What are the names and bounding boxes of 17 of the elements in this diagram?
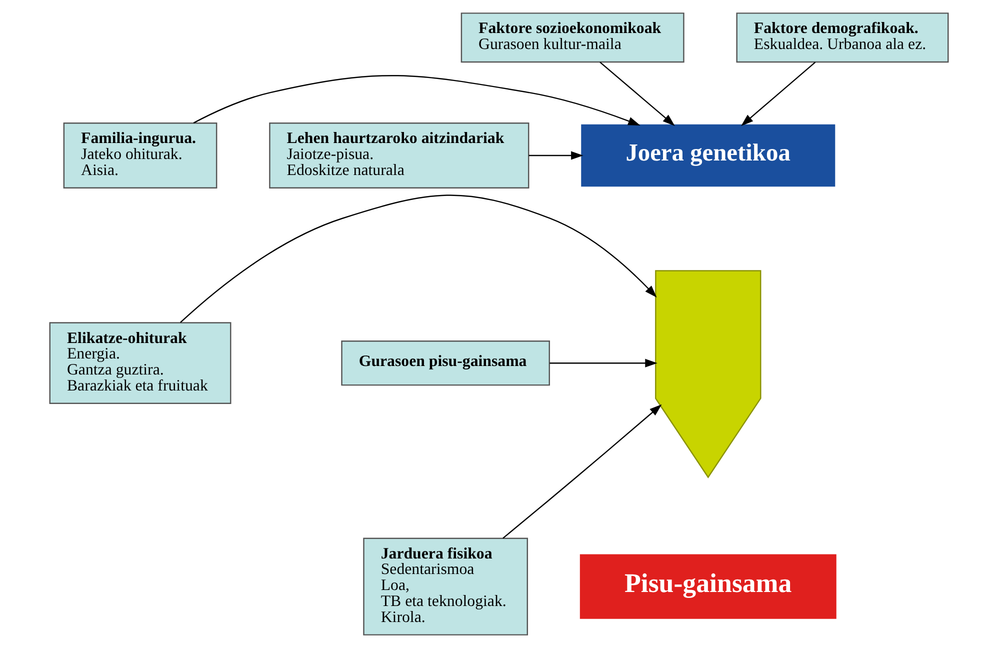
node-box: Elikatze-ohiturak Energia. Gantza guztira. Barazkiak eta fruituak	[48, 322, 231, 404]
node-box: Joera genetikoa	[580, 124, 835, 187]
node-box: Familia-ingurua. Jateko ohiturak. Aisia.	[62, 122, 217, 188]
arrow	[740, 62, 816, 126]
node-arrow	[654, 270, 761, 478]
arrow	[599, 62, 674, 126]
node-box: Lehen haurtzaroko aitzindariak Jaiotze-pisua. Edoskitze naturala	[268, 122, 529, 188]
node-box: Faktore demografikoak. Eskualdea. Urbanoa ala ez.	[736, 12, 948, 63]
node-box: Pisu-gainsama	[579, 554, 836, 619]
node-box: Jarduera fisikoa Sedentarismoa Loa, TB eta teknologiak. Kirola.	[362, 538, 528, 636]
arrow	[180, 194, 656, 323]
node-box: Faktore sozioekonomikoak Gurasoen kultur-maila	[460, 12, 684, 63]
arrow	[549, 358, 657, 368]
arrow	[502, 404, 662, 539]
node-box: Gurasoen pisu-gainsama	[340, 340, 550, 386]
arrow	[192, 75, 640, 126]
arrow	[528, 151, 583, 160]
